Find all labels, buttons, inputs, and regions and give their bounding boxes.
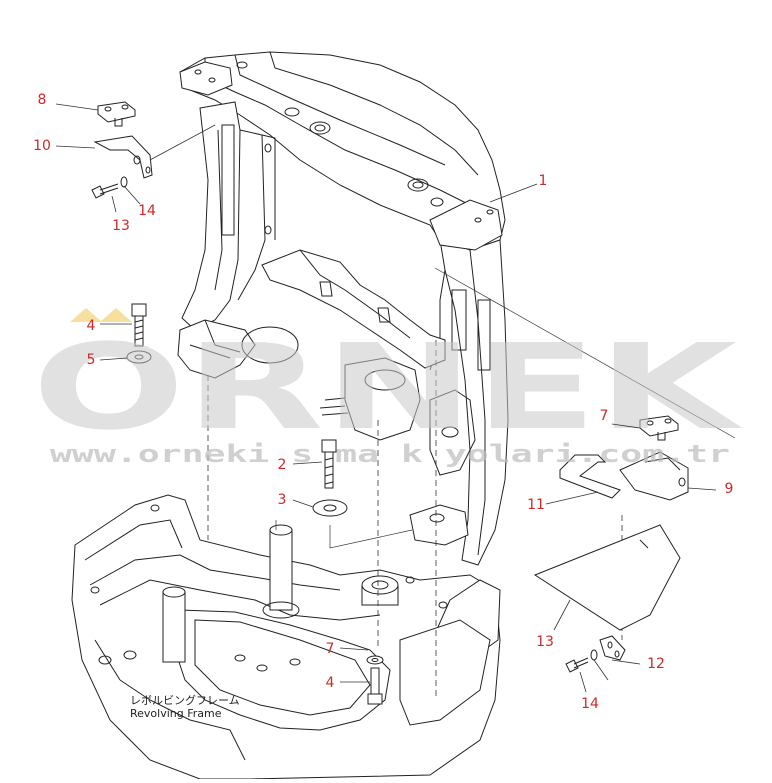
watermark-accent-right — [100, 308, 132, 322]
counterweight-frame — [177, 51, 509, 566]
part-bolt-2 — [321, 439, 337, 489]
part-bolt-4-upper — [131, 303, 147, 347]
callout-12: 13 — [536, 634, 554, 650]
caption-english: Revolving Frame — [130, 707, 222, 720]
callout-4-upper: 4 — [87, 318, 96, 334]
part-washer-5 — [126, 350, 152, 364]
callout-13-upper: 13 — [112, 218, 130, 234]
callout-7-upper: 8 — [38, 92, 47, 108]
part-washer-6 — [366, 655, 384, 665]
part-plate-7-upper — [97, 101, 136, 127]
callout-10: 11 — [527, 497, 545, 513]
frame-caption: レボルビングフレーム Revolving Frame — [130, 693, 240, 720]
caption-japanese: レボルビングフレーム — [130, 693, 240, 707]
part-sheet-12 — [533, 524, 681, 631]
part-bolt-13-upper — [91, 176, 128, 199]
callout-labels: 8 10 13 14 4 5 2 3 1 7 11 9 13 12 14 7 4 — [33, 92, 733, 712]
callout-1: 1 — [539, 173, 548, 189]
callout-6: 7 — [326, 641, 335, 657]
callout-3: 3 — [278, 492, 287, 508]
part-bracket-8 — [93, 135, 153, 179]
callout-13-lower: 14 — [581, 696, 599, 712]
watermark: ORNEK www.orneki s ma k yolari.com.tr — [32, 308, 744, 468]
callout-7-lower: 7 — [600, 408, 609, 424]
callout-5: 5 — [87, 352, 96, 368]
callout-14-upper: 14 — [138, 203, 156, 219]
callout-9: 9 — [725, 481, 734, 497]
part-rod-10 — [559, 454, 621, 499]
revolving-frame — [71, 494, 501, 780]
part-plate-9 — [619, 451, 689, 501]
part-bolt-4-lower — [367, 667, 383, 705]
part-washer-3 — [312, 499, 348, 517]
watermark-url: www.orneki s ma k yolari.com.tr — [50, 440, 730, 468]
callout-8: 10 — [33, 138, 51, 154]
watermark-accent-left — [70, 308, 102, 322]
leader-lines — [55, 103, 717, 693]
part-bolt-13-lower — [565, 649, 598, 673]
callout-4-lower: 4 — [326, 675, 335, 691]
callout-2: 2 — [278, 457, 287, 473]
callout-11: 12 — [647, 656, 665, 672]
watermark-brand: ORNEK — [32, 318, 744, 456]
part-bracket-11 — [599, 635, 626, 661]
alignment-lines — [207, 267, 736, 700]
